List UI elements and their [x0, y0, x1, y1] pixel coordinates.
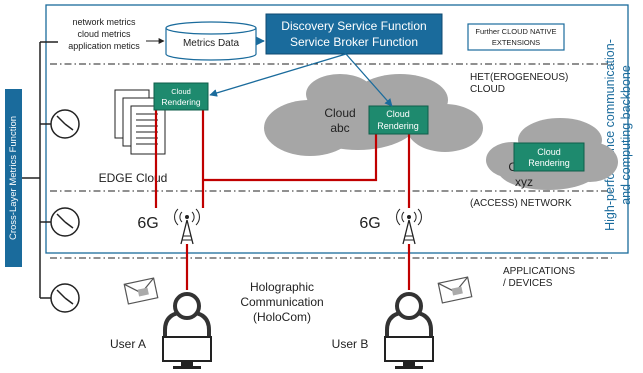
discovery-to-edge-arrow — [209, 53, 347, 97]
envelope-icon — [123, 277, 159, 305]
user-b-label: User B — [332, 337, 369, 351]
antenna-icon — [395, 208, 423, 245]
metrics-data-store: Metrics Data — [165, 21, 257, 61]
envelope-icon — [437, 276, 473, 304]
cloud-rendering-xyz-line1: Cloud — [537, 147, 561, 157]
cloud-abc-label-line1: Cloud — [324, 106, 355, 120]
6g-label-left: 6G — [137, 215, 158, 232]
cloud-rendering-abc-line1: Cloud — [386, 109, 410, 119]
het-cloud-label-line2: CLOUD — [470, 84, 505, 95]
metrics-application-label: application metics — [68, 41, 140, 51]
monitor-icon — [384, 336, 434, 370]
discovery-service-box — [265, 13, 443, 55]
cloud-rendering-xyz: Cloud Rendering — [513, 142, 585, 172]
extensions-label-line1: Further CLOUD NATIVE — [475, 27, 556, 36]
gauge-icon — [50, 283, 80, 313]
monitor-icon — [162, 336, 212, 370]
edge-cloud-label: EDGE Cloud — [99, 171, 168, 185]
applications-label-line1: APPLICATIONS — [503, 266, 575, 277]
cloud-rendering-xyz-line2: Rendering — [528, 158, 570, 168]
cloud-rendering-edge: Cloud Rendering — [153, 82, 209, 111]
metrics-cloud-label: cloud metrics — [77, 29, 131, 39]
cloud-xyz-label-line2: xyz — [515, 175, 533, 189]
antenna-icon — [173, 208, 201, 245]
holocom-label-line1: Holographic — [250, 280, 314, 294]
cloud-abc-label-line2: abc — [330, 121, 349, 135]
cloud-rendering-abc-line2: Rendering — [377, 121, 419, 131]
cloud-rendering-edge-line1: Cloud — [171, 87, 191, 96]
service-broker-label: Service Broker Function — [290, 35, 418, 49]
extensions-label-line2: EXTENSIONS — [492, 38, 540, 47]
discovery-service-label: Discovery Service Function — [281, 19, 426, 33]
backbone-frame — [45, 4, 629, 254]
cloud-rendering-edge-line2: Rendering — [161, 97, 200, 107]
server-stack-icon — [114, 89, 166, 155]
6g-label-right: 6G — [359, 215, 380, 232]
cross-layer-metrics-label: Cross-Layer Metrics Function — [8, 116, 19, 240]
cross-layer-metrics-bar — [5, 89, 22, 267]
cloud-rendering-abc: Cloud Rendering — [368, 105, 429, 135]
holocom-label-line3: (HoloCom) — [253, 310, 311, 324]
holocom-label-line2: Communication — [240, 295, 323, 309]
gauge-icon — [50, 207, 80, 237]
gauge-icon — [50, 109, 80, 139]
metrics-network-label: network metrics — [72, 17, 136, 27]
backbone-label-line2: and computing backbone — [619, 65, 633, 205]
backbone-label-line1: High-performance communication- — [603, 39, 617, 231]
metrics-data-label: Metrics Data — [183, 38, 240, 49]
het-cloud-label-line1: HET(EROGENEOUS) — [470, 72, 568, 83]
applications-label-line2: / DEVICES — [503, 278, 553, 289]
user-a-label: User A — [110, 337, 146, 351]
network-links — [154, 110, 411, 290]
extensions-box — [467, 23, 565, 51]
discovery-to-abc-arrow — [345, 53, 393, 107]
user-icon — [385, 292, 433, 340]
access-network-label: (ACCESS) NETWORK — [470, 198, 572, 209]
user-icon — [163, 292, 211, 340]
